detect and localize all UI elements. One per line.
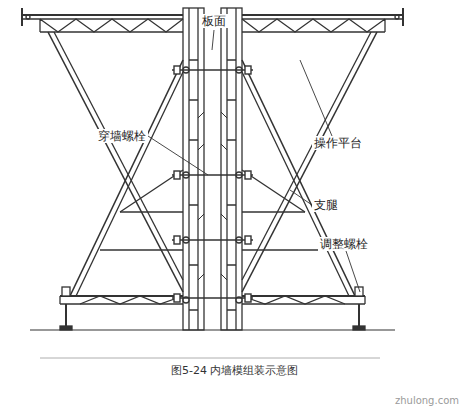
part-label: 调整螺栓: [318, 237, 370, 251]
part-label: 支腿: [312, 198, 340, 212]
part-label: 操作平台: [312, 136, 364, 150]
figure-caption: 图5-24 内墙模组装示意图: [169, 364, 300, 378]
watermark: zhulong.com: [393, 394, 461, 408]
part-label: 穿墙螺栓: [96, 129, 148, 143]
part-label: 板面: [200, 14, 228, 28]
